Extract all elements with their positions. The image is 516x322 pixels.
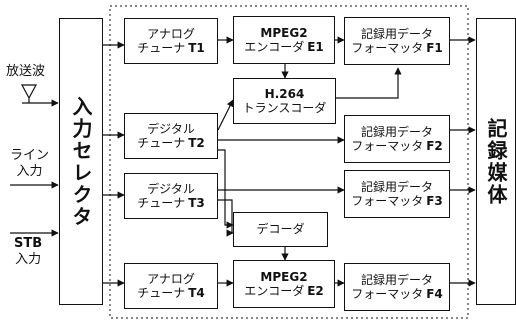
- h264-transcoder: H.264 トランスコーダ: [233, 78, 336, 124]
- input-selector-block: 入力セレクタ: [59, 18, 103, 305]
- decoder: デコーダ: [233, 212, 328, 247]
- broadcast-input-label: 放送波: [6, 64, 46, 79]
- antenna-icon: [20, 84, 59, 107]
- line-input-label: ライン 入力: [10, 148, 50, 180]
- recording-medium-block: 記録媒体: [476, 18, 516, 305]
- stb-input-label: STB 入力: [14, 236, 43, 268]
